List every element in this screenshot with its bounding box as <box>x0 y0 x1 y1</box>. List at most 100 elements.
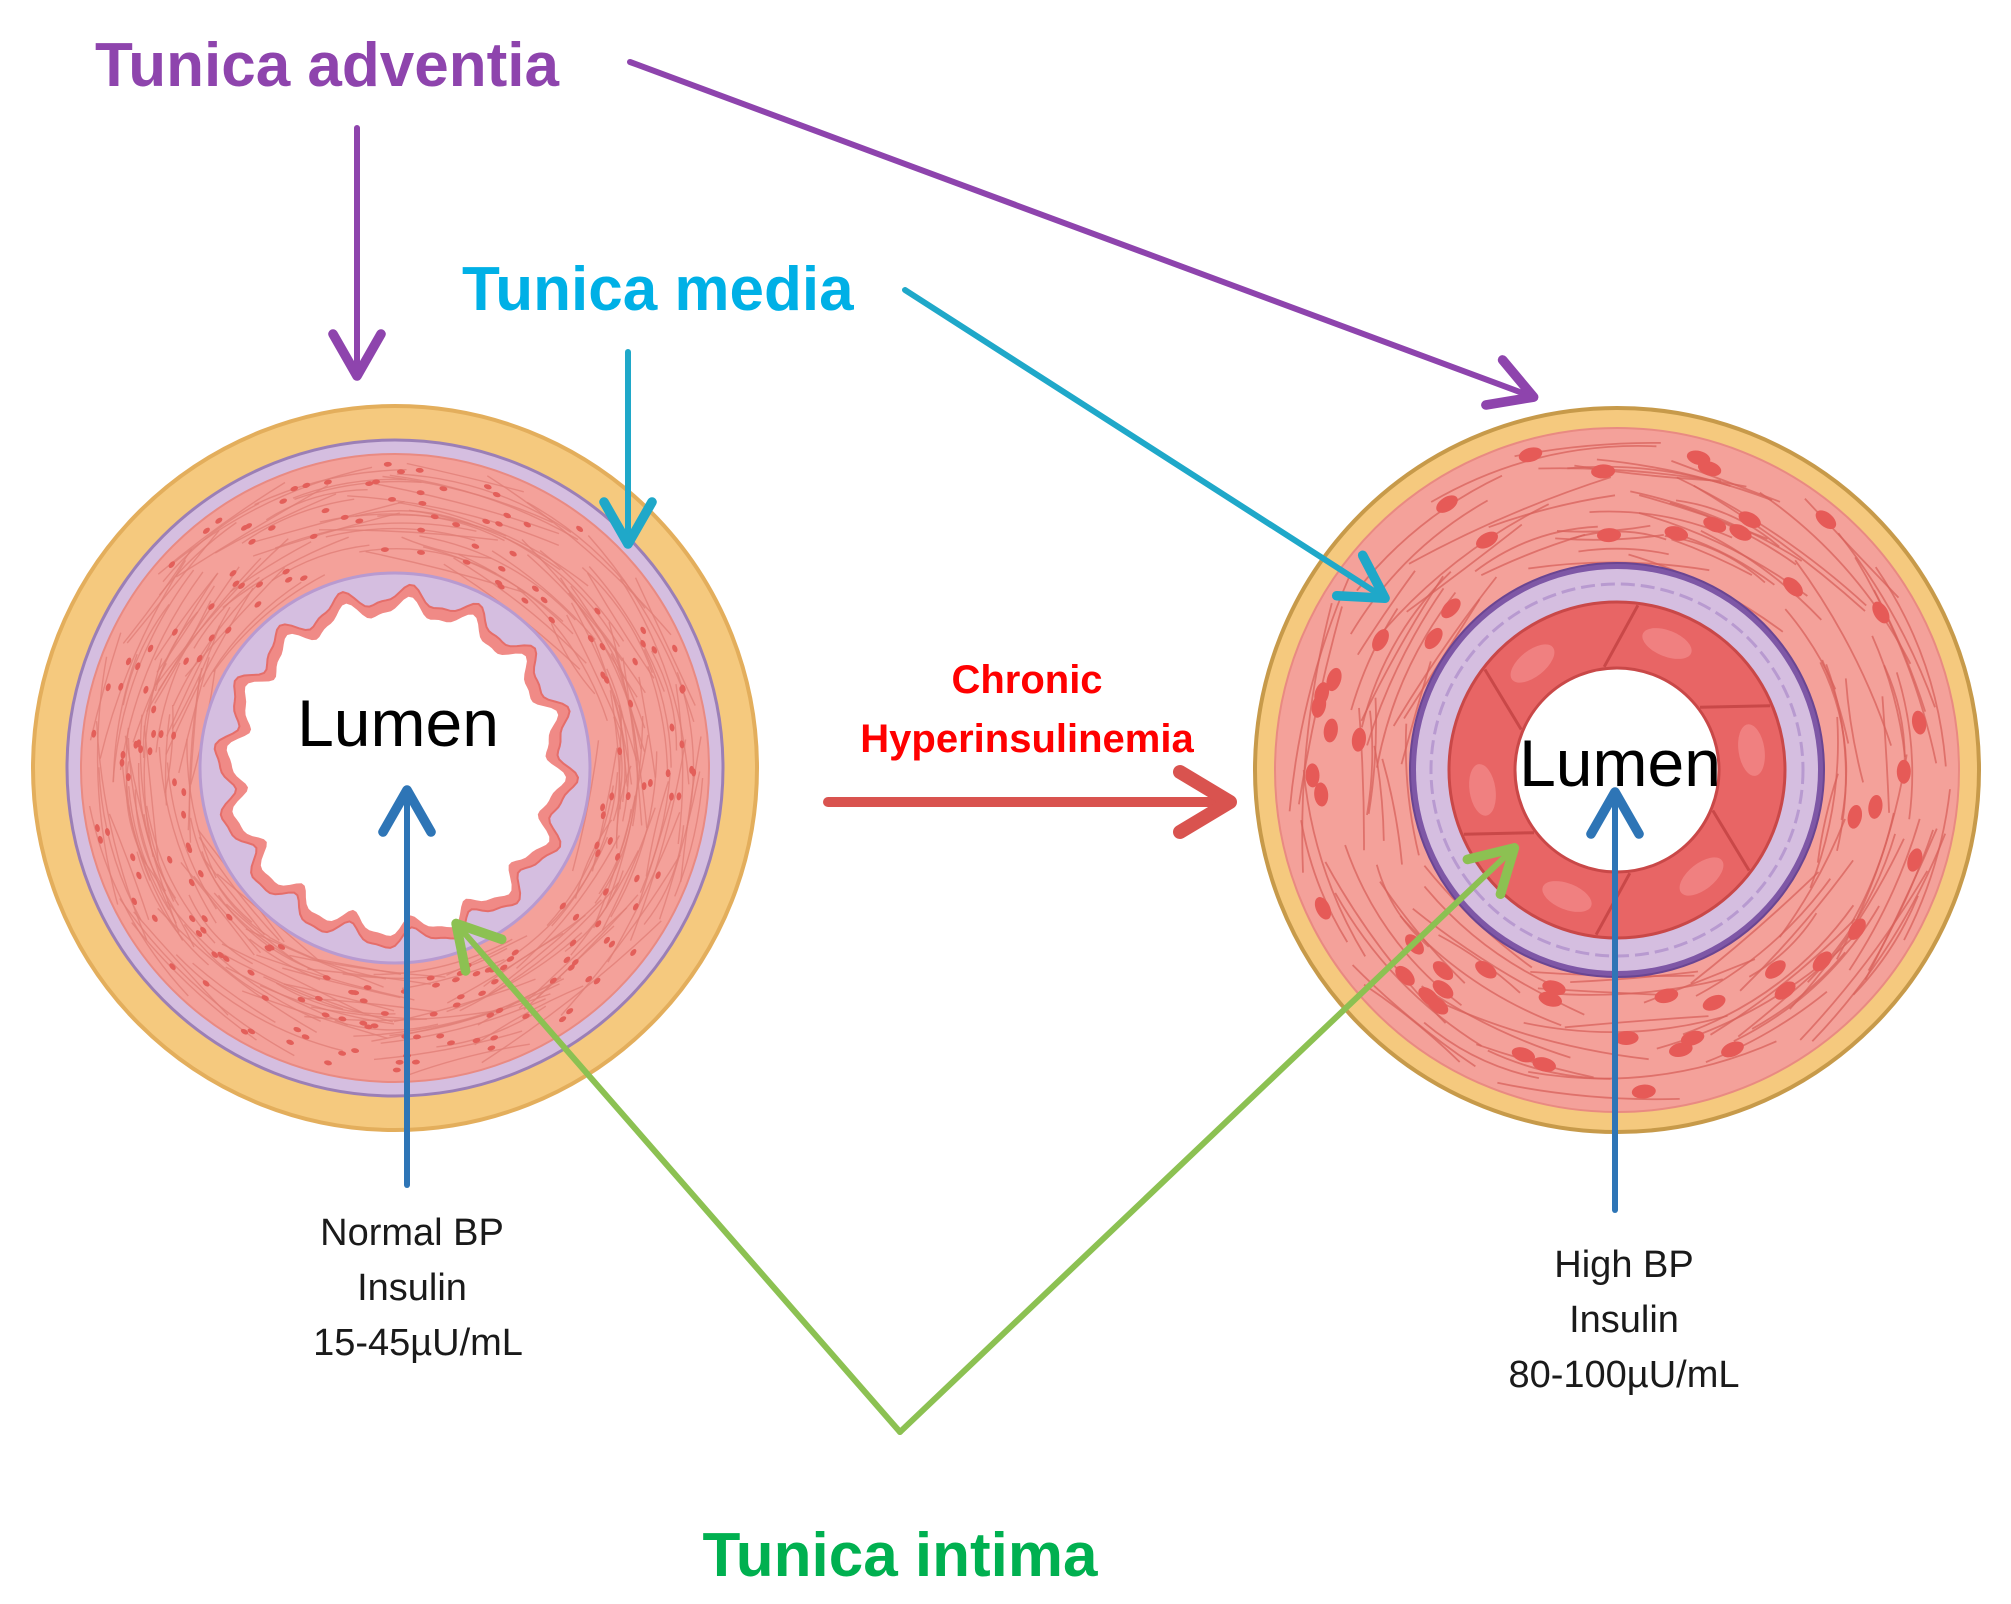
muscle-fiber <box>154 572 219 661</box>
cell-nucleus <box>351 1048 360 1054</box>
cell-nucleus <box>136 739 142 748</box>
cell-nucleus <box>202 980 210 987</box>
cell-nucleus <box>1475 960 1497 979</box>
cell-nucleus <box>549 977 557 984</box>
normal-insulin-label: Insulin <box>357 1267 467 1309</box>
cell-nucleus <box>351 990 360 996</box>
muscle-fiber <box>407 1043 530 1076</box>
cell-nucleus <box>324 1060 332 1066</box>
cell-nucleus <box>615 853 621 861</box>
muscle-fiber <box>193 576 260 649</box>
muscle-fiber <box>1638 494 1768 540</box>
cell-nucleus <box>229 570 237 577</box>
muscle-fiber <box>119 571 204 771</box>
muscle-fiber <box>1538 467 1747 488</box>
cell-nucleus <box>576 525 584 532</box>
cell-nucleus <box>1848 918 1866 940</box>
cell-nucleus <box>1765 960 1786 979</box>
cell-nucleus <box>105 683 111 692</box>
muscle-fiber <box>155 538 289 686</box>
cell-nucleus <box>416 490 425 496</box>
muscle-fiber <box>122 548 193 644</box>
cell-nucleus <box>277 943 286 950</box>
muscle-fiber <box>156 585 215 673</box>
muscle-fiber <box>446 932 583 1013</box>
cell-nucleus <box>522 1013 530 1020</box>
cell-nucleus <box>1783 577 1803 597</box>
muscle-fiber <box>1903 789 1951 941</box>
cell-nucleus <box>147 644 154 653</box>
cell-nucleus <box>647 779 653 787</box>
muscle-fiber <box>1381 758 1403 865</box>
muscle-fiber <box>294 480 422 500</box>
cell-nucleus <box>138 745 144 754</box>
muscle-fiber <box>1867 829 1934 972</box>
cell-nucleus <box>655 871 661 880</box>
cell-nucleus <box>486 1012 495 1018</box>
cell-nucleus <box>238 582 245 589</box>
cell-nucleus <box>94 824 100 832</box>
muscle-fiber <box>132 573 218 743</box>
muscle-fiber <box>271 544 370 582</box>
muscle-fiber <box>1423 885 1556 988</box>
cell-nucleus <box>232 580 240 587</box>
cell-nucleus <box>676 792 682 801</box>
muscle-fiber <box>1430 445 1657 503</box>
cell-nucleus <box>462 559 471 565</box>
muscle-fiber <box>593 734 649 929</box>
cell-nucleus <box>388 496 396 502</box>
muscle-fiber <box>1656 966 1819 1050</box>
cell-nucleus <box>593 977 601 985</box>
cell-nucleus <box>309 533 318 540</box>
cell-nucleus <box>321 1012 330 1018</box>
muscle-fiber <box>155 662 181 753</box>
cell-nucleus <box>255 581 264 588</box>
muscle-fiber <box>1895 672 1914 820</box>
muscle-fiber <box>560 854 681 1016</box>
intima-arrow-left <box>451 918 903 1435</box>
muscle-fiber <box>570 585 646 729</box>
muscle-fiber <box>365 550 526 594</box>
muscle-fiber <box>1399 915 1562 1027</box>
cell-nucleus <box>168 561 176 568</box>
muscle-fiber <box>638 676 656 778</box>
muscle-fiber <box>658 771 701 920</box>
cell-nucleus <box>1812 951 1832 972</box>
cell-nucleus <box>143 685 149 694</box>
cell-nucleus <box>1896 759 1911 784</box>
muscle-fiber <box>1300 820 1349 943</box>
muscle-fiber <box>546 785 614 927</box>
cell-nucleus <box>119 758 125 767</box>
cell-nucleus <box>1314 682 1330 706</box>
cell-nucleus <box>483 484 492 490</box>
cell-nucleus <box>594 607 601 615</box>
cell-nucleus <box>1654 988 1679 1004</box>
hypertensive-vessel-info: High BP Insulin 80-100µU/mL <box>1508 1244 1739 1396</box>
cell-nucleus <box>1591 464 1616 479</box>
muscle-fiber <box>539 550 625 642</box>
muscle-fiber <box>187 676 201 831</box>
muscle-fiber <box>643 825 685 925</box>
endothelial-nucleus <box>1542 881 1592 912</box>
cell-nucleus <box>1668 1042 1693 1058</box>
cell-nucleus <box>1538 991 1562 1007</box>
muscle-fiber <box>408 509 561 571</box>
muscle-fiber <box>154 600 212 704</box>
muscle-fiber <box>574 819 613 899</box>
muscle-fiber <box>342 973 433 979</box>
muscle-fiber <box>122 603 170 706</box>
cell-nucleus <box>669 792 674 801</box>
cell-nucleus <box>171 628 178 636</box>
cell-nucleus <box>247 1028 255 1035</box>
cell-nucleus <box>632 657 638 666</box>
cell-nucleus <box>302 482 311 488</box>
endothelial-nucleus <box>1642 628 1692 659</box>
cell-nucleus <box>261 995 269 1001</box>
cell-nucleus <box>300 575 308 581</box>
muscle-fiber <box>1360 571 1452 728</box>
cell-nucleus <box>572 913 580 921</box>
cell-nucleus <box>380 547 389 553</box>
muscle-fiber <box>1881 696 1890 813</box>
muscle-fiber <box>283 983 395 1012</box>
cell-nucleus <box>200 926 207 934</box>
